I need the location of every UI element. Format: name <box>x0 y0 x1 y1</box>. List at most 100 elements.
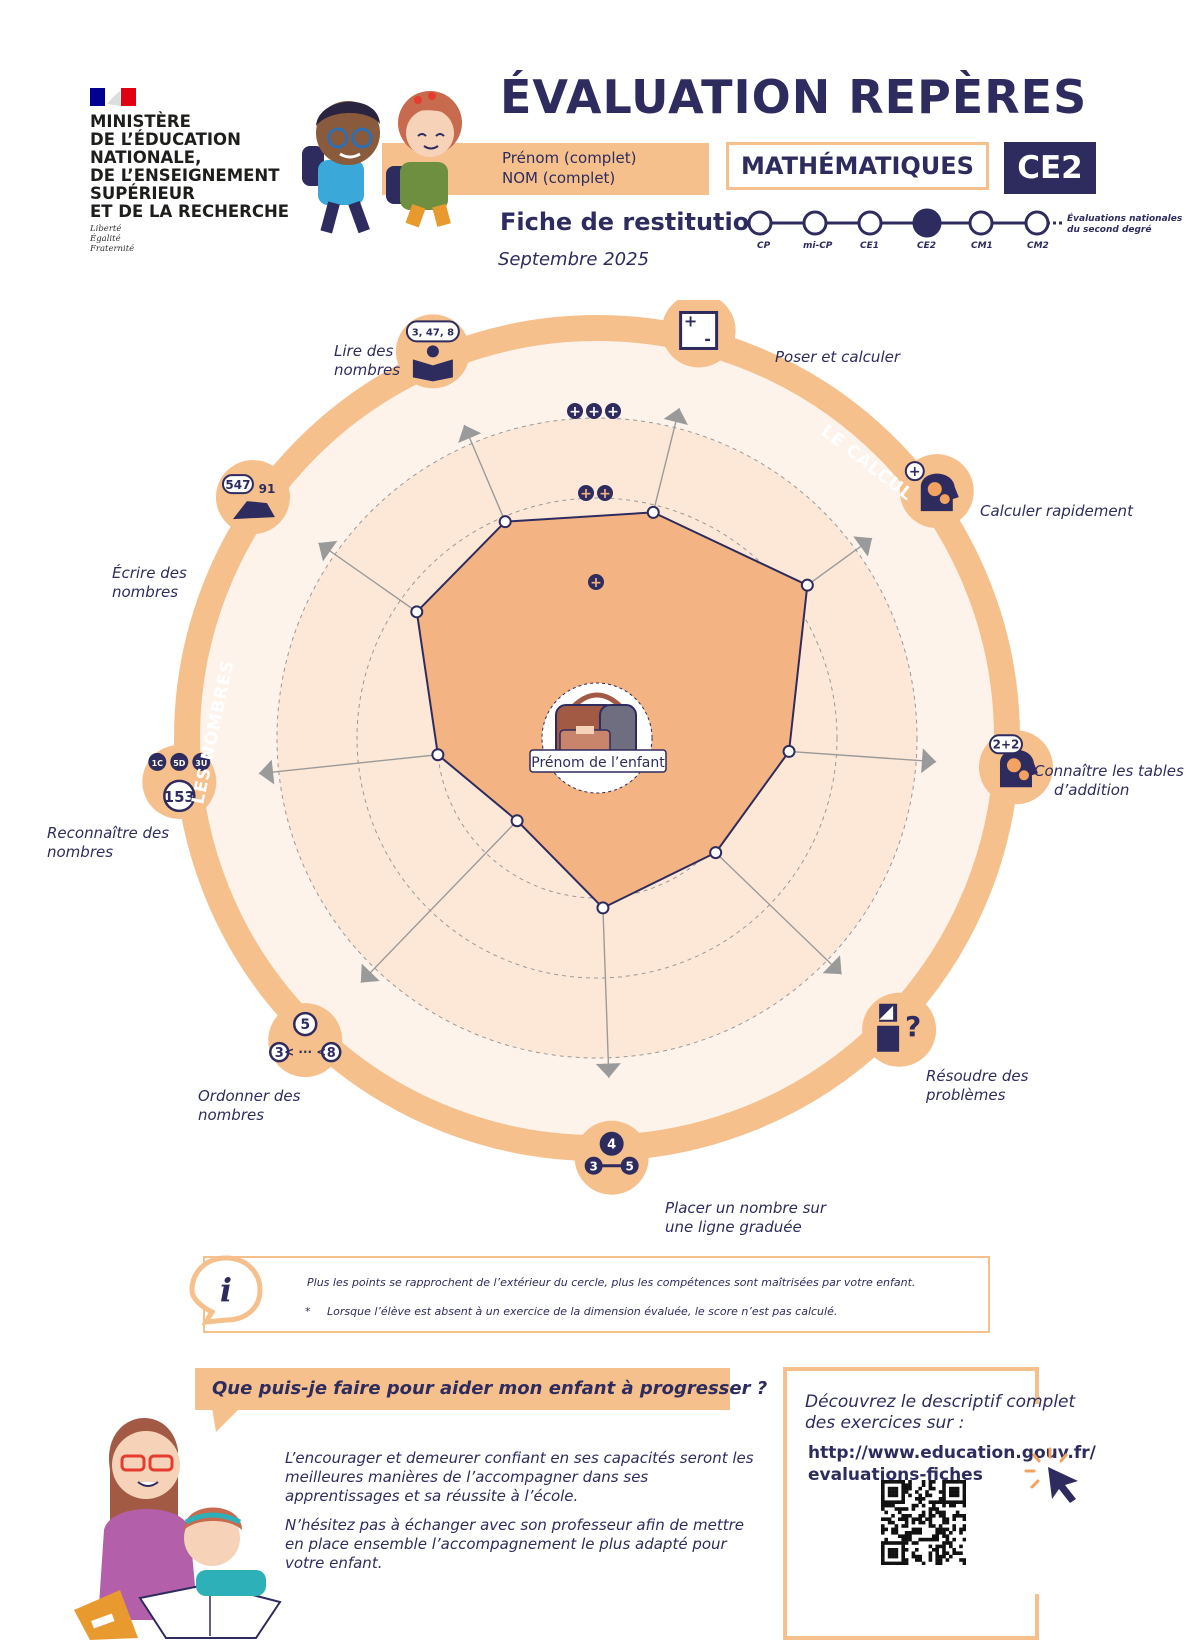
info-line-2: Lorsque l’élève est absent à un exercice… <box>327 1305 838 1318</box>
axis-label-poser: Poser et calculer <box>775 348 901 366</box>
subject-box: MATHÉMATIQUES <box>726 142 989 190</box>
timeline-dot-cp <box>747 210 773 236</box>
svg-text:547: 547 <box>225 478 250 492</box>
svg-text:4: 4 <box>607 1138 616 1153</box>
timeline-dot-ce1 <box>857 210 883 236</box>
discover-intro: Découvrez le descriptif complet des exer… <box>805 1392 1076 1433</box>
level-marker-1: + <box>588 574 604 591</box>
data-point-4 <box>596 901 610 915</box>
data-point-6 <box>431 748 445 762</box>
timeline-label-ce2: CE2 <box>917 241 936 251</box>
info-star: * <box>305 1305 311 1318</box>
svg-text:+: + <box>590 575 602 591</box>
writing-hand-icon: 547 91 <box>215 460 290 535</box>
svg-text:3U: 3U <box>195 759 207 768</box>
brain-addition-icon: 2+2 <box>978 730 1053 805</box>
puzzle-question-icon: ? <box>862 992 937 1067</box>
help-question: Que puis-je faire pour aider mon enfant … <box>212 1378 768 1399</box>
svg-text:+: + <box>909 464 921 480</box>
children-illustration <box>302 91 462 234</box>
svg-text:3, 47, 8: 3, 47, 8 <box>412 327 454 338</box>
timeline-label-cp: CP <box>757 241 771 251</box>
data-point-0 <box>646 505 660 519</box>
svg-text:5: 5 <box>300 1017 310 1033</box>
timeline-dot-mi-cp <box>802 210 828 236</box>
svg-text:+: + <box>607 404 619 420</box>
axis-arrow-0 <box>663 408 688 425</box>
timeline-dot-cm2 <box>1024 210 1050 236</box>
data-point-7 <box>410 605 424 619</box>
svg-text:5D: 5D <box>173 759 186 768</box>
discover-link[interactable]: http://www.education.gouv.fr/ evaluation… <box>808 1443 1096 1485</box>
help-paragraph-1: L’encourager et demeurer confiant en ses… <box>285 1449 754 1505</box>
level-marker-3: + + + <box>567 403 621 420</box>
axis-arrow-3 <box>822 955 842 975</box>
data-point-3 <box>709 846 723 860</box>
grade-badge: CE2 <box>1004 142 1096 194</box>
svg-text:+: + <box>569 404 581 420</box>
cursor-click-icon <box>1024 1447 1078 1503</box>
timeline-dot-cm1 <box>968 210 994 236</box>
timeline-next-line2: du second degré <box>1067 224 1151 235</box>
republic-flag-logo <box>90 88 136 106</box>
banner-tail <box>212 1408 240 1432</box>
info-box <box>203 1256 990 1333</box>
calc-grid-icon: +- <box>661 300 736 368</box>
level-timeline: CP mi-CP CE1 CE2 CM1 CM2 Évaluations nat… <box>747 208 1183 251</box>
session-date: Septembre 2025 <box>498 249 650 270</box>
axis-arrow-1 <box>853 536 873 557</box>
girl-figure <box>386 91 462 228</box>
data-point-2 <box>782 744 796 758</box>
republic-motto: Liberté Égalité Fraternité <box>90 224 135 254</box>
svg-text:153: 153 <box>164 788 195 806</box>
help-paragraph-2: N’hésitez pas à échanger avec son profes… <box>285 1516 745 1572</box>
axis-arrow-4 <box>595 1063 621 1078</box>
data-point-5 <box>510 814 524 828</box>
brain-plus-icon: + <box>899 454 974 529</box>
data-point-1 <box>800 578 814 592</box>
timeline-label-cm2: CM2 <box>1027 241 1049 251</box>
timeline-dot-ce2 <box>912 208 942 238</box>
qr-code[interactable] <box>881 1480 966 1565</box>
discover-box <box>783 1367 1039 1640</box>
reading-icon: 3, 47, 8 <box>395 314 470 389</box>
axis-label-calculer: Calculer rapidement <box>980 502 1133 520</box>
axis-arrow-2 <box>921 748 937 774</box>
help-question-banner: Que puis-je faire pour aider mon enfant … <box>195 1368 767 1410</box>
svg-text:3: 3 <box>275 1046 284 1061</box>
center-label: Prénom de l’enfant <box>531 755 665 771</box>
svg-text:?: ? <box>905 1010 921 1043</box>
axis-arrow-8 <box>458 425 482 444</box>
center-backpack: Prénom de l’enfant <box>529 682 667 794</box>
firstname-label: Prénom (complet) <box>502 149 637 167</box>
svg-text:< ··· <: < ··· < <box>284 1045 326 1059</box>
svg-text:i: i <box>220 1271 232 1309</box>
svg-text:+: + <box>588 404 600 420</box>
timeline-label-cm1: CM1 <box>971 241 993 251</box>
page-title: ÉVALUATION REPÈRES <box>500 70 1088 124</box>
svg-text:1C: 1C <box>152 759 164 768</box>
fiche-title: Fiche de restitution <box>500 208 767 236</box>
ministry-name: MINISTÈRE DE L’ÉDUCATION NATIONALE, DE L… <box>90 112 290 221</box>
lastname-label: NOM (complet) <box>502 169 616 187</box>
svg-text:+: + <box>580 486 592 502</box>
data-point-8 <box>498 515 512 529</box>
svg-text:2+2: 2+2 <box>993 737 1020 751</box>
timeline-next-line1: Évaluations nationales <box>1067 212 1183 224</box>
info-icon: i <box>189 1255 263 1325</box>
boy-figure <box>302 101 380 234</box>
svg-text:91: 91 <box>259 482 276 496</box>
svg-text:5: 5 <box>625 1160 633 1174</box>
parent-child-illustration <box>74 1417 282 1640</box>
timeline-label-ce1: CE1 <box>860 241 879 251</box>
svg-text:+: + <box>684 311 697 330</box>
svg-text:+: + <box>599 486 611 502</box>
